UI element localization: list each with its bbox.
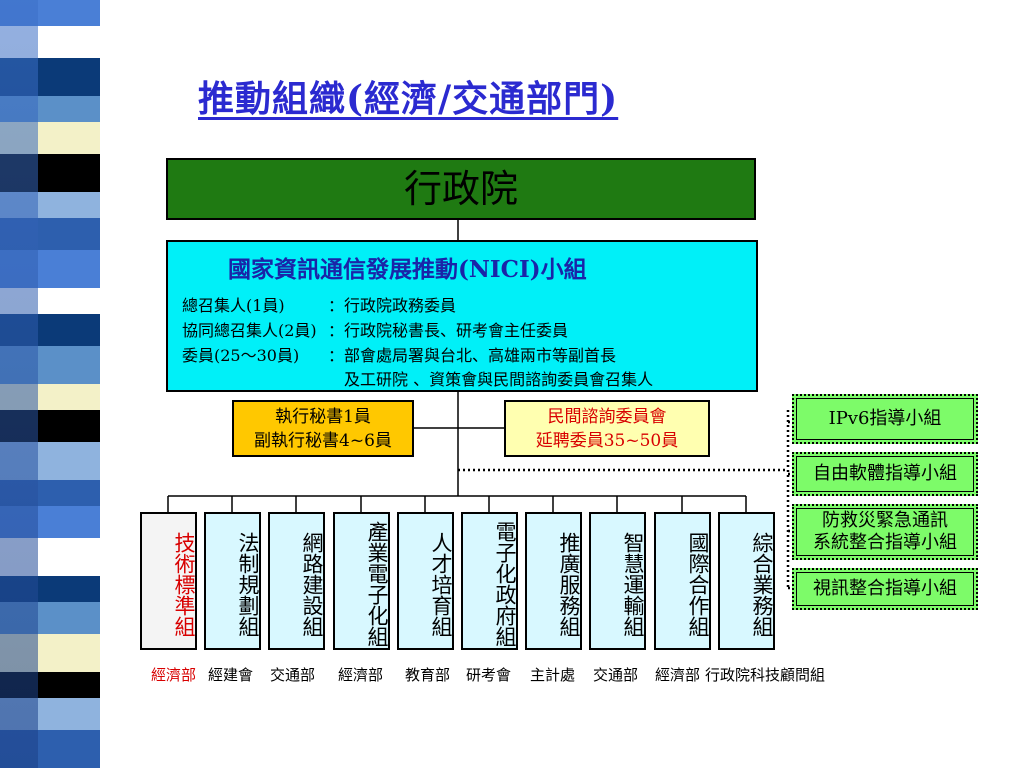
working-group-agency: 教育部 (405, 666, 451, 684)
working-group-agency: 研考會 (466, 666, 512, 684)
civil-committee-title: 民間諮詢委員會 (547, 407, 667, 427)
working-group-name: 產業電子化組 (365, 521, 389, 647)
nici-row-value: ：行政院秘書長、研考會主任委員 (328, 321, 569, 340)
task-group-disaster-comm: 防救災緊急通訊 系統整合指導小組 (792, 504, 978, 560)
working-group-agency: 行政院科技顧問組 (705, 666, 826, 684)
executive-yuan-box: 行政院 (166, 158, 756, 220)
nici-row-label: 委員(25～30員) (182, 346, 300, 365)
nici-row-value: ：行政院政務委員 (328, 296, 457, 315)
working-group-agency: 經濟部 (655, 666, 701, 684)
executive-secretary-line: 執行秘書1員 (275, 407, 371, 427)
working-group-box: 電子化政府組 (461, 512, 518, 650)
working-group-ticks (167, 496, 747, 512)
civil-committee-members: 延聘委員35~50員 (535, 431, 679, 451)
task-group-label: 視訊整合指導小組 (813, 578, 957, 599)
working-group-box: 推廣服務組 (525, 512, 582, 650)
civil-committee-box: 民間諮詢委員會 延聘委員35~50員 (504, 400, 710, 457)
working-group-name: 智慧運輸組 (621, 531, 645, 637)
working-group-box: 綜合業務組 (718, 512, 775, 650)
task-group-free-software: 自由軟體指導小組 (792, 452, 978, 496)
working-group-name: 網路建設組 (300, 531, 324, 637)
working-group-name: 電子化政府組 (493, 521, 517, 647)
working-group-agency: 經濟部 (338, 666, 384, 684)
task-group-label: 系統整合指導小組 (813, 532, 957, 553)
stripe-overlay (0, 0, 38, 768)
nici-row-label: 協同總召集人(2員) (182, 321, 317, 340)
working-group-name: 人才培育組 (429, 531, 453, 637)
decorative-stripe (0, 0, 100, 768)
task-group-label: IPv6指導小組 (828, 408, 942, 429)
working-group-box: 產業電子化組 (333, 512, 390, 650)
working-group-agency: 經濟部 (151, 666, 197, 684)
task-group-label: 防救災緊急通訊 (822, 510, 948, 531)
working-group-box: 人才培育組 (397, 512, 454, 650)
working-group-box: 網路建設組 (268, 512, 325, 650)
working-group-name: 技術標準組 (172, 531, 196, 637)
task-group-video: 視訊整合指導小組 (792, 568, 978, 610)
task-group-ipv6: IPv6指導小組 (792, 394, 978, 444)
nici-row-label: 總召集人(1員) (182, 296, 285, 315)
nici-row-value: 及工研院 、資策會與民間諮詢委員會召集人 (328, 370, 654, 389)
deputy-secretary-line: 副執行秘書4~6員 (254, 431, 392, 451)
nici-group-box: 國家資訊通信發展推動(NICI)小組 總召集人(1員) ：行政院政務委員 協同總… (166, 240, 758, 392)
working-group-name: 綜合業務組 (750, 531, 774, 637)
slide-title: 推動組織(經濟/交通部門) (198, 78, 619, 120)
nici-title: 國家資訊通信發展推動(NICI)小組 (228, 256, 587, 283)
working-group-agency: 經建會 (208, 666, 254, 684)
working-group-box: 技術標準組 (140, 512, 197, 650)
working-group-agency: 主計處 (530, 666, 576, 684)
working-group-box: 智慧運輸組 (589, 512, 646, 650)
working-group-name: 國際合作組 (686, 531, 710, 637)
working-group-box: 國際合作組 (654, 512, 711, 650)
working-group-agency: 交通部 (270, 666, 316, 684)
executive-secretary-box: 執行秘書1員 副執行秘書4~6員 (232, 400, 414, 457)
working-group-name: 法制規劃組 (236, 531, 260, 637)
working-group-box: 法制規劃組 (204, 512, 261, 650)
nici-row-value: ：部會處局署與台北、高雄兩市等副首長 (328, 346, 617, 365)
task-group-label: 自由軟體指導小組 (813, 463, 957, 484)
working-group-agency: 交通部 (593, 666, 639, 684)
working-group-name: 推廣服務組 (557, 531, 581, 637)
